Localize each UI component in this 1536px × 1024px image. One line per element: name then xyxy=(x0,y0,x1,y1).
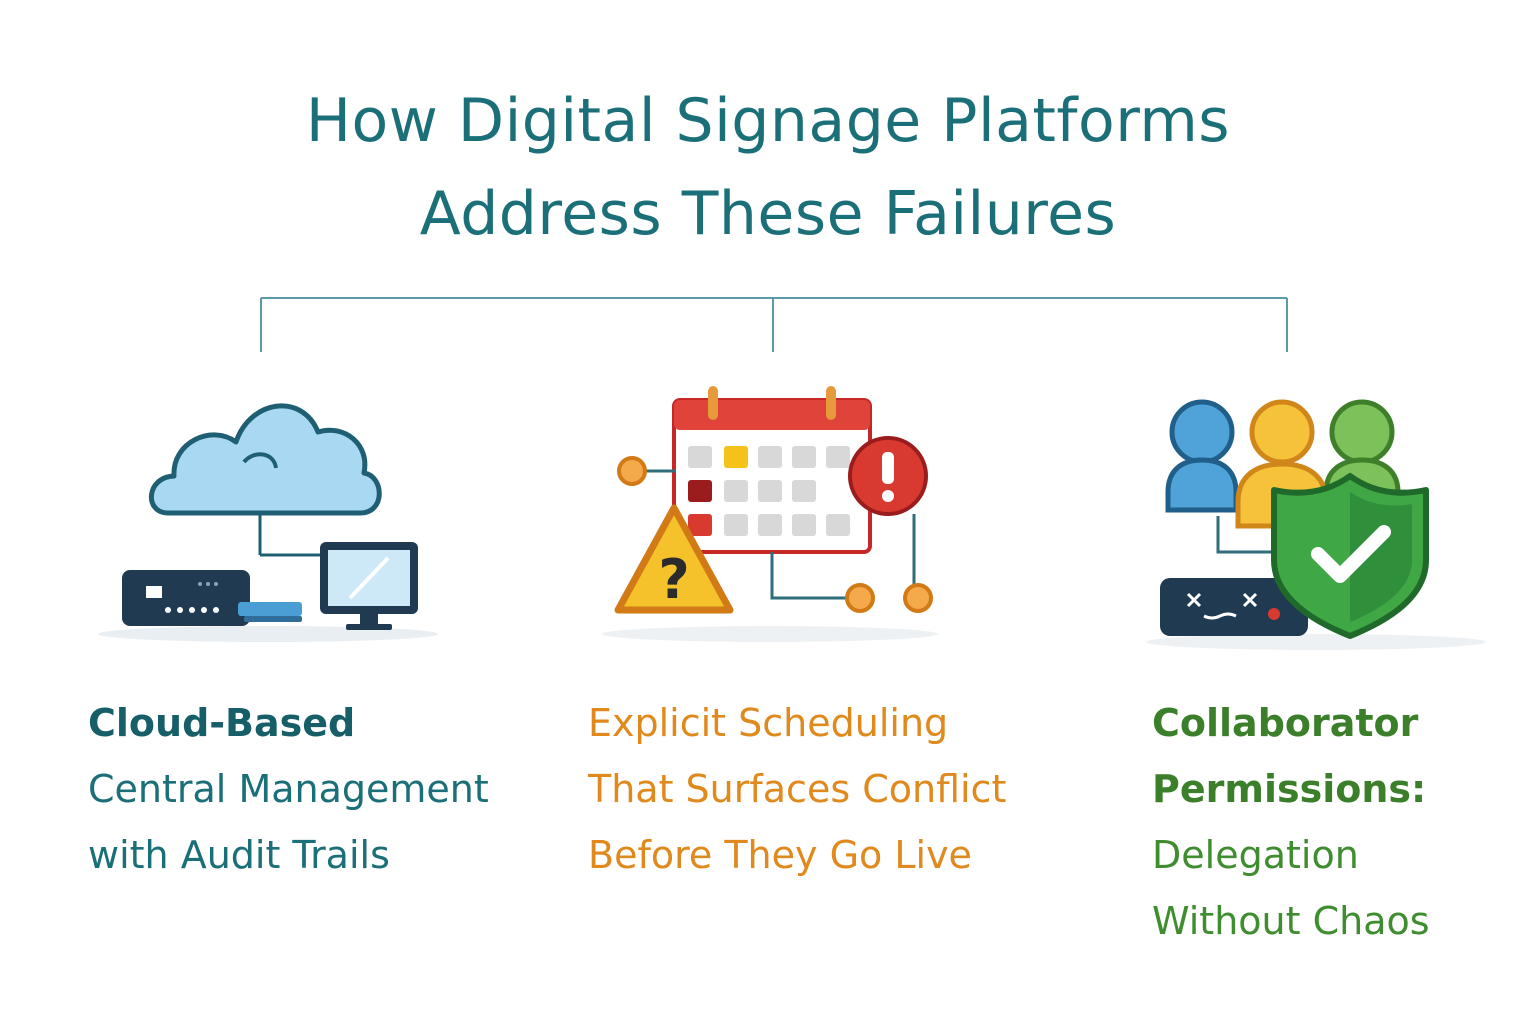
caption-permissions-heading-2: Permissions: xyxy=(1152,767,1427,811)
caption-cloud-line-2: with Audit Trails xyxy=(88,833,390,877)
svg-text:?: ? xyxy=(658,548,689,611)
cloud-network-devices-icon xyxy=(98,403,438,642)
caption-cloud-line-1: Central Management xyxy=(88,767,489,811)
users-shield-check-icon xyxy=(1146,399,1486,650)
calendar-conflict-warning-icon: ? xyxy=(602,386,938,642)
page-title-line-1: How Digital Signage Platforms xyxy=(305,86,1231,156)
caption-collaborator-permissions: Collaborator Permissions: Delegation Wit… xyxy=(1152,690,1430,954)
caption-cloud-based: Cloud-Based Central Management with Audi… xyxy=(88,690,489,888)
caption-permissions-line-1: Delegation xyxy=(1152,833,1359,877)
page-title-line-2: Address These Failures xyxy=(419,179,1117,249)
caption-scheduling-line-2: That Surfaces Conflict xyxy=(588,767,1007,811)
caption-scheduling-line-1: Explicit Scheduling xyxy=(588,701,949,745)
caption-permissions-line-2: Without Chaos xyxy=(1152,899,1430,943)
caption-cloud-heading: Cloud-Based xyxy=(88,701,356,745)
caption-explicit-scheduling: Explicit Scheduling That Surfaces Confli… xyxy=(588,690,1006,888)
caption-permissions-heading-1: Collaborator xyxy=(1152,701,1419,745)
caption-scheduling-line-3: Before They Go Live xyxy=(588,833,972,877)
